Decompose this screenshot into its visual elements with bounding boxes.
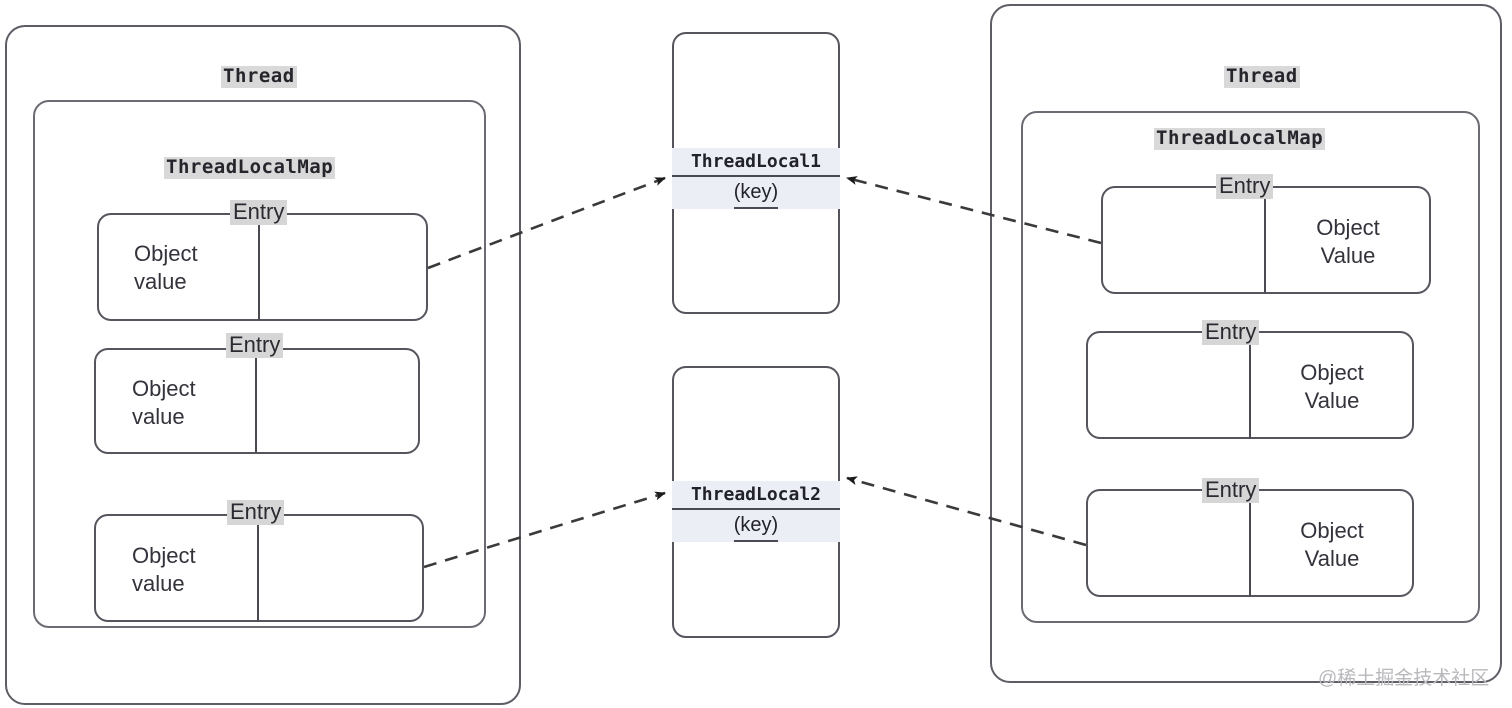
right-entry-1-divider — [1264, 187, 1266, 293]
threadlocal1-label: ThreadLocal1 (key) — [672, 148, 840, 209]
left-entry-3-caption: Entry — [227, 500, 285, 525]
right-entry-3-divider — [1249, 490, 1251, 596]
left-thread-container — [5, 25, 521, 705]
left-entry-2-value: Object value — [132, 376, 196, 430]
right-threadlocalmap-label: ThreadLocalMap — [1154, 127, 1326, 150]
right-entry-2-value: Object Value — [1300, 360, 1364, 414]
watermark: @稀土掘金技术社区 — [1318, 668, 1490, 689]
right-entry-3-caption: Entry — [1202, 478, 1260, 503]
left-entry-3-divider — [257, 515, 259, 621]
left-threadlocalmap-container — [33, 100, 486, 628]
right-thread-label: Thread — [1224, 65, 1300, 88]
left-entry-1-caption: Entry — [230, 200, 288, 225]
threadlocal2-name: ThreadLocal2 — [672, 481, 840, 510]
threadlocal1-name: ThreadLocal1 — [672, 148, 840, 177]
right-entry-1-value: Object Value — [1316, 215, 1380, 269]
right-entry-1-caption: Entry — [1216, 174, 1274, 199]
left-entry-2-caption: Entry — [226, 333, 284, 358]
left-entry-1-divider — [258, 214, 260, 320]
left-thread-label: Thread — [221, 65, 297, 88]
right-thread-container — [990, 4, 1502, 683]
threadlocal1-role: (key) — [733, 177, 779, 209]
right-entry-2-caption: Entry — [1202, 320, 1260, 345]
left-entry-1-value: Object value — [134, 241, 198, 295]
left-entry-3-value: Object value — [132, 543, 196, 597]
right-threadlocalmap-container — [1021, 111, 1480, 623]
right-entry-2-divider — [1249, 332, 1251, 438]
left-entry-2-divider — [255, 349, 257, 453]
threadlocal2-label: ThreadLocal2 (key) — [672, 481, 840, 542]
right-entry-3-value: Object Value — [1300, 518, 1364, 572]
threadlocal2-role: (key) — [733, 510, 779, 542]
left-threadlocalmap-label: ThreadLocalMap — [164, 156, 336, 179]
